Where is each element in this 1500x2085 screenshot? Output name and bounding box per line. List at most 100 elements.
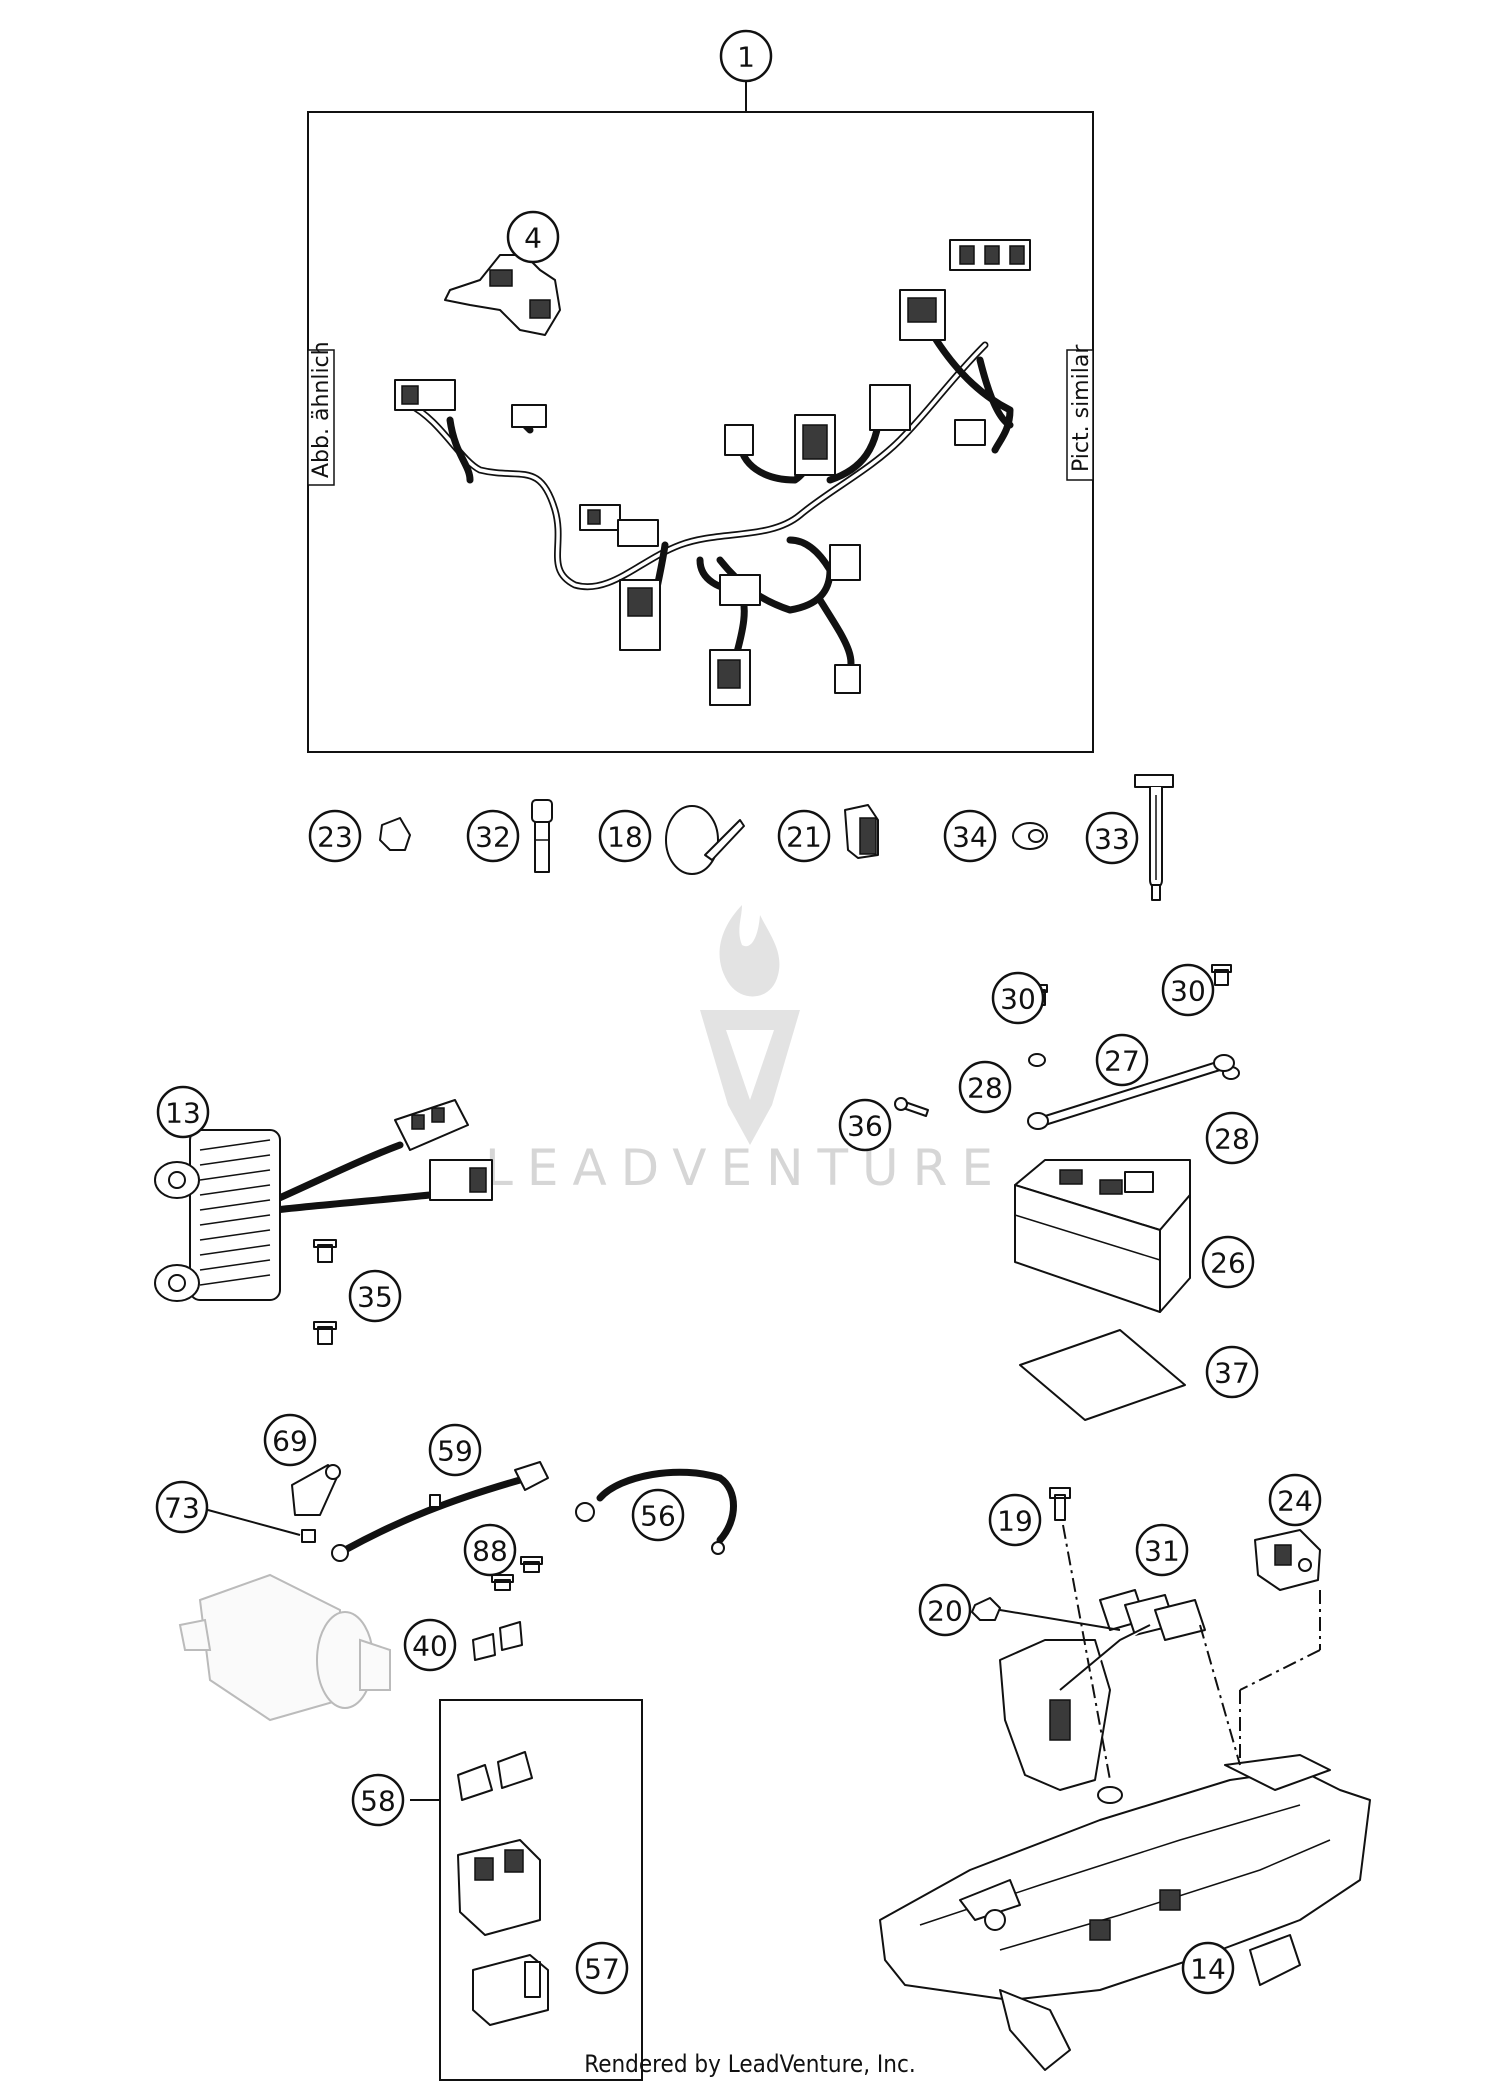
callout-c26: 26 (1201, 1235, 1255, 1289)
callout-number: 56 (640, 1500, 676, 1533)
callout-circle (156, 1085, 210, 1139)
callout-circle (1268, 1473, 1322, 1527)
callout-c18: 18 (598, 809, 652, 863)
callout-c58: 58 (351, 1773, 405, 1827)
callout-number: 32 (475, 821, 511, 854)
callout-c36: 36 (838, 1098, 892, 1152)
callout-number: 33 (1094, 823, 1130, 856)
regulator-screws (313, 1239, 337, 1345)
callout-circle (943, 809, 997, 863)
battery-group (894, 964, 1240, 1421)
cable-tie (665, 805, 745, 875)
callout-number: 14 (1190, 1953, 1226, 1986)
callout-c56: 56 (631, 1488, 685, 1542)
callout-c33: 33 (1085, 811, 1139, 865)
callout-c37: 37 (1205, 1345, 1259, 1399)
fuse-holder-31 (999, 1589, 1206, 1791)
nut-20 (971, 1597, 1001, 1621)
callout-c28b: 28 (1205, 1111, 1259, 1165)
callout-c14: 14 (1181, 1941, 1235, 1995)
callout-number: 18 (607, 821, 643, 854)
callout-number: 1 (737, 41, 755, 74)
callout-c23: 23 (308, 809, 362, 863)
relay-box-58 (410, 1699, 643, 2081)
terminal-cap (291, 1464, 341, 1516)
callout-number: 59 (437, 1435, 473, 1468)
callout-c31: 31 (1135, 1523, 1189, 1577)
callout-c13: 13 (156, 1085, 210, 1139)
callout-circle (1181, 1941, 1235, 1995)
callout-circle (155, 1480, 209, 1534)
callout-c28a: 28 (958, 1060, 1012, 1114)
callout-c20: 20 (918, 1583, 972, 1637)
footer-credit: Rendered by LeadVenture, Inc. (584, 2050, 915, 2078)
callout-c40: 40 (403, 1618, 457, 1672)
callout-c24: 24 (1268, 1473, 1322, 1527)
callout-c88: 88 (463, 1523, 517, 1577)
callout-number: 35 (357, 1281, 393, 1314)
callout-circle (263, 1413, 317, 1467)
connector-cover (844, 804, 879, 859)
callout-number: 40 (412, 1630, 448, 1663)
voltage-regulator (154, 1099, 493, 1302)
callout-number: 69 (272, 1425, 308, 1458)
cable-clip (379, 817, 411, 851)
callout-number: 58 (360, 1785, 396, 1818)
callout-number: 13 (165, 1097, 201, 1130)
callout-number: 23 (317, 821, 353, 854)
callout-circle (1205, 1345, 1259, 1399)
box-label-left: Abb. ähnlich (309, 341, 334, 478)
callout-circle (348, 1269, 402, 1323)
callout-circle (463, 1523, 517, 1577)
callout-circle (506, 210, 560, 264)
callout-circle (991, 971, 1045, 1025)
callout-circle (308, 809, 362, 863)
callout-circle (1201, 1235, 1255, 1289)
callout-circle (403, 1618, 457, 1672)
battery-cable-56 (575, 1468, 737, 1555)
battery-pad (1019, 1329, 1186, 1421)
fuse-holder (1134, 774, 1174, 901)
callout-number: 30 (1170, 975, 1206, 1008)
wiring-harness (394, 239, 1031, 706)
callout-c30a: 30 (991, 971, 1045, 1025)
watermark-v-icon (700, 1010, 800, 1145)
callout-c34: 34 (943, 809, 997, 863)
battery (1014, 1159, 1191, 1313)
battery-screw-right (1211, 964, 1232, 986)
callout-number: 27 (1104, 1045, 1140, 1078)
callout-circle (719, 29, 773, 83)
callout-c35: 35 (348, 1269, 402, 1323)
callout-circle (631, 1488, 685, 1542)
callout-circle (838, 1098, 892, 1152)
callout-c59: 59 (428, 1423, 482, 1477)
callout-number: 28 (967, 1072, 1003, 1105)
fuse-box-24 (1254, 1529, 1321, 1591)
battery-screw-36 (894, 1097, 929, 1117)
watermark-text: LEADVENTURE (485, 1139, 1007, 1197)
callout-number: 37 (1214, 1357, 1250, 1390)
fuses-40 (472, 1621, 523, 1661)
callout-number: 28 (1214, 1123, 1250, 1156)
callout-c73: 73 (155, 1480, 209, 1534)
battery-tray (879, 1754, 1371, 2071)
callout-number: 88 (472, 1535, 508, 1568)
watermark-flame-icon (719, 905, 780, 997)
nut-73 (301, 1529, 316, 1543)
callout-circle (428, 1423, 482, 1477)
callout-number: 73 (164, 1492, 200, 1525)
callout-c69: 69 (263, 1413, 317, 1467)
callout-c27: 27 (1095, 1033, 1149, 1087)
callout-number: 30 (1000, 983, 1036, 1016)
callout-circle (1095, 1033, 1149, 1087)
callout-circle (466, 809, 520, 863)
callout-circle (1085, 811, 1139, 865)
starter-motor (178, 1573, 391, 1722)
callout-c30b: 30 (1161, 963, 1215, 1017)
rubber-sleeve (1012, 822, 1048, 850)
callout-circle (575, 1941, 629, 1995)
connector-bracket (444, 254, 561, 336)
callout-circle (988, 1493, 1042, 1547)
callout-circle (1205, 1111, 1259, 1165)
